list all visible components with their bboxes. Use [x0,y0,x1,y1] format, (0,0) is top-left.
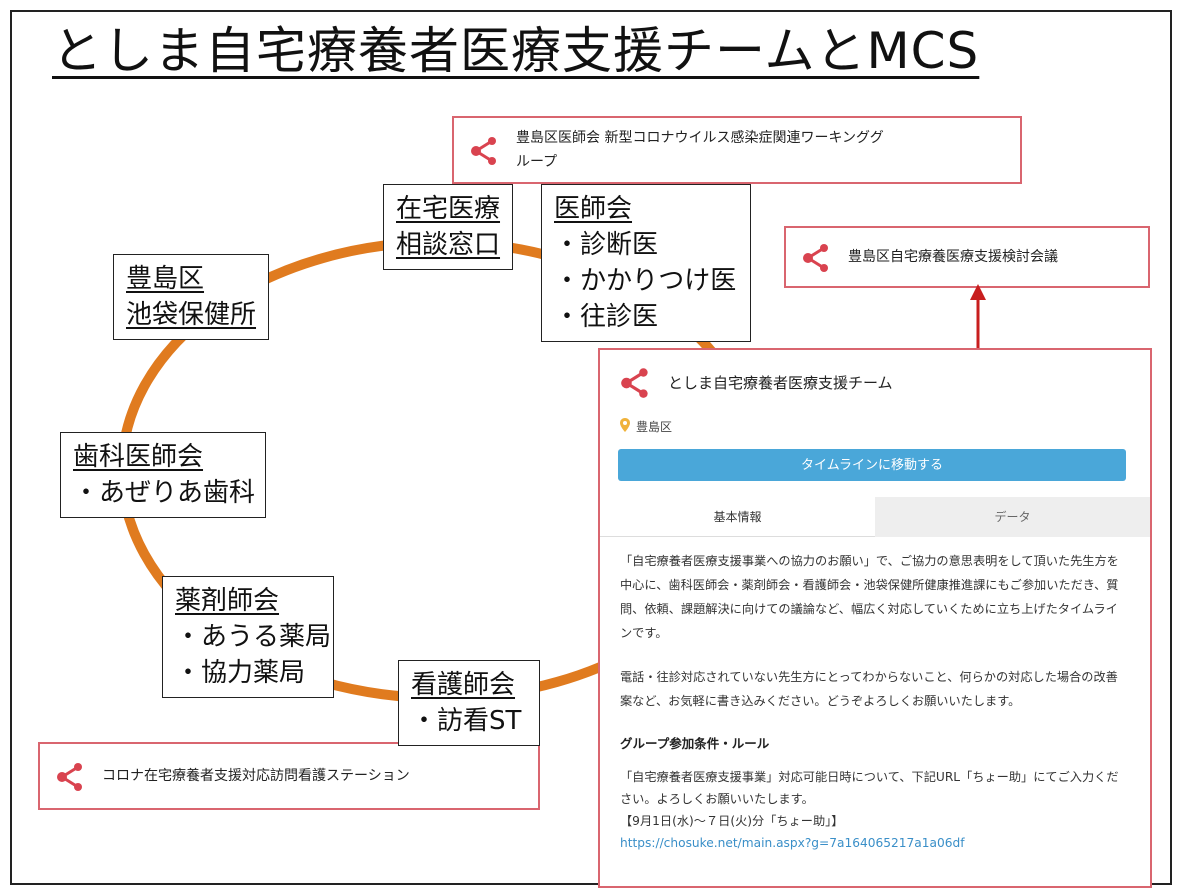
node-pharmacist-association: 薬剤師会 ・あうる薬局 ・協力薬局 [162,576,334,698]
mcs-logo-icon [618,364,654,400]
team-panel: としま自宅療養者医療支援チーム 豊島区 タイムラインに移動する 基本情報 データ… [598,348,1152,888]
node-shika-item: ・あぜりあ歯科 [73,478,256,508]
rules-text: 「自宅療養者医療支援事業」対応可能日時について、下記URL「ちょー助」にてご入力… [620,770,1119,806]
card-working-group[interactable]: 豊島区医師会 新型コロナウイルス感染症関連ワーキンググ ループ [452,116,1022,184]
rules-body: 「自宅療養者医療支援事業」対応可能日時について、下記URL「ちょー助」にてご入力… [620,766,1126,854]
node-hokenjo-line1: 豊島区 [126,264,205,294]
node-health-center: 豊島区 池袋保健所 [113,254,270,340]
node-shika-head: 歯科医師会 [73,442,204,472]
node-zaitaku-consultation: 在宅医療 相談窓口 [383,184,514,270]
node-ishikai-item: ・往診医 [554,302,659,332]
team-panel-header: としま自宅療養者医療支援チーム [600,354,1150,410]
node-medical-association: 医師会 ・診断医 ・かかりつけ医 ・往診医 [541,184,751,342]
location-row: 豊島区 [620,418,1150,435]
node-yakuzai-item: ・協力薬局 [175,658,306,688]
node-kango-head: 看護師会 [411,670,516,700]
rules-heading: グループ参加条件・ルール [620,736,770,751]
card-nursing-station[interactable]: コロナ在宅療養者支援対応訪問看護ステーション [38,742,540,810]
tab-data[interactable]: データ [875,497,1150,537]
mcs-logo-icon [468,133,502,167]
card-council-label: 豊島区自宅療養医療支援検討会議 [848,249,1058,265]
node-dental-association: 歯科医師会 ・あぜりあ歯科 [60,432,266,518]
tab-basic-info[interactable]: 基本情報 [600,497,875,537]
description: 「自宅療養者医療支援事業への協力のお願い」で、ご協力の意思表明をして頂いた先生方… [620,549,1126,713]
node-yakuzai-item: ・あうる薬局 [175,622,332,652]
node-zaitaku-line2: 相談窓口 [396,230,501,260]
team-name: としま自宅療養者医療支援チーム [668,373,893,392]
timeline-button[interactable]: タイムラインに移動する [618,449,1126,481]
card-council[interactable]: 豊島区自宅療養医療支援検討会議 [784,226,1150,288]
node-nurse-association: 看護師会 ・訪看ST [398,660,540,746]
node-ishikai-head: 医師会 [554,194,633,224]
node-zaitaku-line1: 在宅医療 [396,194,501,224]
description-paragraph: 電話・往診対応されていない先生方にとってわからないこと、何らかの対応した場合の改… [620,670,1118,708]
mcs-logo-icon [800,240,834,274]
rules-url-link[interactable]: https://chosuke.net/main.aspx?g=7a164065… [620,836,965,850]
node-ishikai-item: ・かかりつけ医 [554,266,737,296]
mcs-logo-icon [54,759,88,793]
panel-tabs: 基本情報 データ [600,497,1150,537]
card-working-group-line2: ループ [516,154,558,170]
card-nursing-station-label: コロナ在宅療養者支援対応訪問看護ステーション [102,768,410,784]
node-yakuzai-head: 薬剤師会 [175,586,280,616]
slide-title: としま自宅療養者医療支援チームとMCS [52,22,980,80]
card-working-group-line1: 豊島区医師会 新型コロナウイルス感染症関連ワーキンググ [516,130,884,146]
node-kango-item: ・訪看ST [411,706,522,736]
slide-frame [10,10,1172,885]
description-paragraph: 「自宅療養者医療支援事業への協力のお願い」で、ご協力の意思表明をして頂いた先生方… [620,554,1119,640]
node-ishikai-item: ・診断医 [554,230,659,260]
node-hokenjo-line2: 池袋保健所 [126,300,257,330]
location-label: 豊島区 [636,420,673,434]
rules-period: 【9月1日(水)～７日(火)分「ちょー助」】 [620,814,844,828]
location-pin-icon [620,418,630,435]
